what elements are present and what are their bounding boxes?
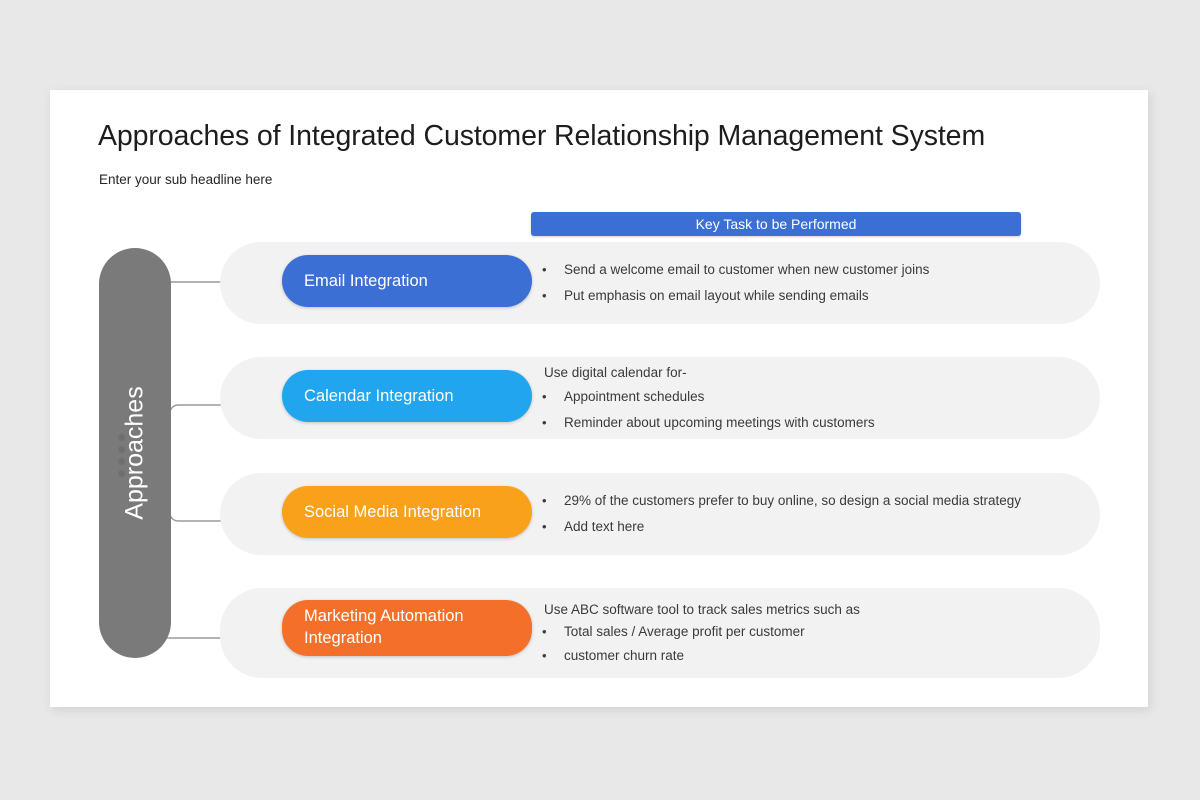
bullet-text: Add text here: [564, 518, 645, 534]
bullet-text: Reminder about upcoming meetings with cu…: [564, 414, 875, 430]
bullet-item: • Add text here: [542, 519, 1076, 536]
bullet-text: 29% of the customers prefer to buy onlin…: [564, 492, 1021, 508]
bullet-item: • Send a welcome email to customer when …: [542, 262, 1076, 279]
key-task-banner-label: Key Task to be Performed: [695, 216, 857, 232]
bullet-marker-icon: •: [542, 414, 547, 430]
bullet-item: • Reminder about upcoming meetings with …: [542, 415, 1076, 432]
approach-content-calendar: Use digital calendar for- • Appointment …: [542, 357, 1076, 439]
approaches-side-label: Approaches: [120, 386, 149, 520]
connector-dot-1: [118, 434, 125, 441]
approach-tag-marketing-automation[interactable]: Marketing Automation Integration: [282, 600, 532, 656]
bullet-item: • Put emphasis on email layout while sen…: [542, 288, 1076, 305]
approach-content-email: • Send a welcome email to customer when …: [542, 242, 1076, 324]
approach-content-marketing-automation: Use ABC software tool to track sales met…: [542, 588, 1076, 678]
bullet-marker-icon: •: [542, 388, 547, 404]
bullet-marker-icon: •: [542, 287, 547, 303]
connector-dot-4: [118, 470, 125, 477]
slide-canvas: Approaches of Integrated Customer Relati…: [50, 90, 1148, 707]
approach-row-social-media[interactable]: Social Media Integration • 29% of the cu…: [220, 473, 1100, 555]
approach-row-calendar[interactable]: Calendar Integration Use digital calenda…: [220, 357, 1100, 439]
connector-dot-2: [118, 446, 125, 453]
approaches-side-pill: Approaches: [99, 248, 171, 658]
approach-tag-calendar[interactable]: Calendar Integration: [282, 370, 532, 422]
bullet-text: Send a welcome email to customer when ne…: [564, 261, 930, 277]
approach-content-social-media: • 29% of the customers prefer to buy onl…: [542, 473, 1076, 555]
approach-tag-social-media[interactable]: Social Media Integration: [282, 486, 532, 538]
bullet-text: Total sales / Average profit per custome…: [564, 623, 805, 639]
bullet-text: customer churn rate: [564, 647, 685, 663]
connector-dot-3: [118, 458, 125, 465]
approach-tag-email[interactable]: Email Integration: [282, 255, 532, 307]
bullet-item: • Appointment schedules: [542, 389, 1076, 406]
bullet-text: Appointment schedules: [564, 388, 705, 404]
bullet-marker-icon: •: [542, 647, 547, 663]
approach-tag-email-label: Email Integration: [304, 271, 428, 290]
content-lead-text: Use ABC software tool to track sales met…: [544, 601, 860, 617]
bullet-item: • customer churn rate: [542, 648, 1076, 665]
approach-row-marketing-automation[interactable]: Marketing Automation Integration Use ABC…: [220, 588, 1100, 678]
approach-row-email[interactable]: Email Integration • Send a welcome email…: [220, 242, 1100, 324]
approach-tag-calendar-label: Calendar Integration: [304, 386, 454, 405]
bullet-marker-icon: •: [542, 518, 547, 534]
bullet-marker-icon: •: [542, 492, 547, 508]
bullet-item: • 29% of the customers prefer to buy onl…: [542, 493, 1076, 510]
bullet-marker-icon: •: [542, 623, 547, 639]
page-subtitle: Enter your sub headline here: [99, 172, 273, 187]
approach-tag-social-media-label: Social Media Integration: [304, 502, 482, 521]
bullet-text: Put emphasis on email layout while sendi…: [564, 287, 869, 303]
key-task-banner: Key Task to be Performed: [531, 212, 1021, 236]
bullet-item: • Total sales / Average profit per custo…: [542, 624, 1076, 641]
approach-tag-marketing-automation-label: Marketing Automation Integration: [304, 607, 464, 647]
bullet-marker-icon: •: [542, 261, 547, 277]
content-lead-text: Use digital calendar for-: [544, 364, 687, 380]
page-title: Approaches of Integrated Customer Relati…: [98, 120, 986, 152]
